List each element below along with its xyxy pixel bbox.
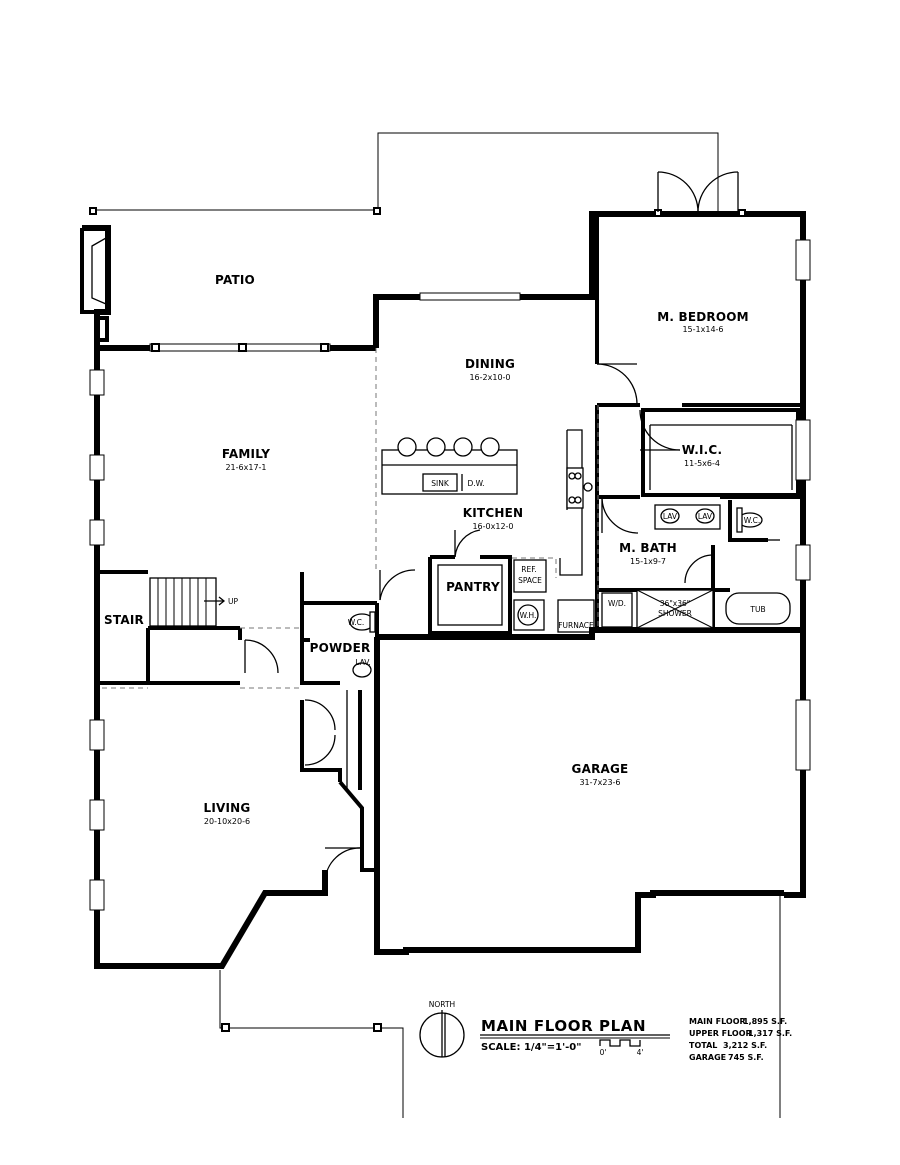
- room-wic-dim: 11-5x6-4: [684, 459, 720, 468]
- label-tub: TUB: [749, 605, 765, 614]
- legend: NORTH MAIN FLOOR PLAN SCALE: 1/4"=1'-0" …: [419, 1000, 792, 1062]
- room-powder: POWDER: [310, 641, 371, 655]
- label-water-heater: W.H.: [520, 611, 537, 620]
- stair-treads: [149, 577, 226, 627]
- label-furnace: FURNACE: [558, 621, 594, 630]
- label-dishwasher: D.W.: [467, 479, 484, 488]
- windows: [89, 239, 811, 911]
- label-ref: REF.: [521, 565, 536, 574]
- patio-posts: [89, 207, 746, 1032]
- label-powder-lav: LAV.: [355, 658, 371, 667]
- room-master-bath-dim: 15-1x9-7: [630, 557, 666, 566]
- area-main-value: 1,895 S.F.: [743, 1017, 787, 1026]
- label-bath-lav-left: LAV: [663, 512, 678, 521]
- plan-title: MAIN FLOOR PLAN: [481, 1017, 646, 1035]
- room-living-dim: 20-10x20-6: [204, 817, 250, 826]
- room-dining: DINING: [465, 357, 515, 371]
- scale-bar: 0' 4': [599, 1039, 644, 1057]
- area-total-label: TOTAL: [689, 1041, 717, 1050]
- room-master-bath: M. BATH: [619, 541, 677, 555]
- label-bath-lav-right: LAV: [698, 512, 713, 521]
- room-garage: GARAGE: [572, 762, 629, 776]
- label-shower: SHOWER: [658, 609, 692, 618]
- label-sink: SINK: [431, 479, 450, 488]
- room-pantry: PANTRY: [446, 580, 500, 594]
- dashed-lines: [102, 348, 599, 689]
- room-master-bedroom: M. BEDROOM: [657, 310, 749, 324]
- room-dining-dim: 16-2x10-0: [469, 373, 510, 382]
- label-ref-space: SPACE: [518, 576, 542, 585]
- area-garage-label: GARAGE: [689, 1053, 726, 1062]
- exterior-walls: [94, 211, 806, 969]
- label-shower-size: 36"x36": [660, 599, 690, 608]
- room-kitchen-dim: 16-0x12-0: [472, 522, 513, 531]
- area-summary: MAIN FLOOR 1,895 S.F. UPPER FLOOR 1,317 …: [689, 1017, 792, 1062]
- room-family-dim: 21-6x17-1: [225, 463, 266, 472]
- room-family: FAMILY: [222, 447, 270, 461]
- scale-zero: 0': [600, 1048, 607, 1057]
- fixture-labels: SINK D.W. REF. SPACE W.H. FURNACE W/D. 3…: [228, 479, 766, 667]
- room-kitchen: KITCHEN: [463, 506, 523, 520]
- room-labels: PATIO FAMILY 21-6x17-1 DINING 16-2x10-0 …: [104, 273, 749, 826]
- area-garage-value: 745 S.F.: [728, 1053, 764, 1062]
- area-main-label: MAIN FLOOR: [689, 1017, 746, 1026]
- room-stair: STAIR: [104, 613, 144, 627]
- area-upper-value: 1,317 S.F.: [748, 1029, 792, 1038]
- north-label: NORTH: [429, 1000, 455, 1009]
- plan-scale: SCALE: 1/4"=1'-0": [481, 1042, 581, 1053]
- fireplace: [80, 225, 111, 348]
- site-outline: [93, 132, 781, 1118]
- fixtures: [149, 429, 791, 678]
- scale-four: 4': [637, 1048, 644, 1057]
- area-upper-label: UPPER FLOOR: [689, 1029, 752, 1038]
- room-master-bedroom-dim: 15-1x14-6: [682, 325, 723, 334]
- room-patio: PATIO: [215, 273, 255, 287]
- label-powder-wc: W.C.: [348, 618, 365, 627]
- room-garage-dim: 31-7x23-6: [579, 778, 620, 787]
- room-living: LIVING: [204, 801, 251, 815]
- label-bath-wc: W.C.: [744, 516, 761, 525]
- area-total-value: 3,212 S.F.: [723, 1041, 767, 1050]
- label-washer-dryer: W/D.: [608, 599, 626, 608]
- label-stair-up: UP: [228, 597, 238, 606]
- room-wic: W.I.C.: [682, 443, 722, 457]
- doors: [244, 171, 739, 883]
